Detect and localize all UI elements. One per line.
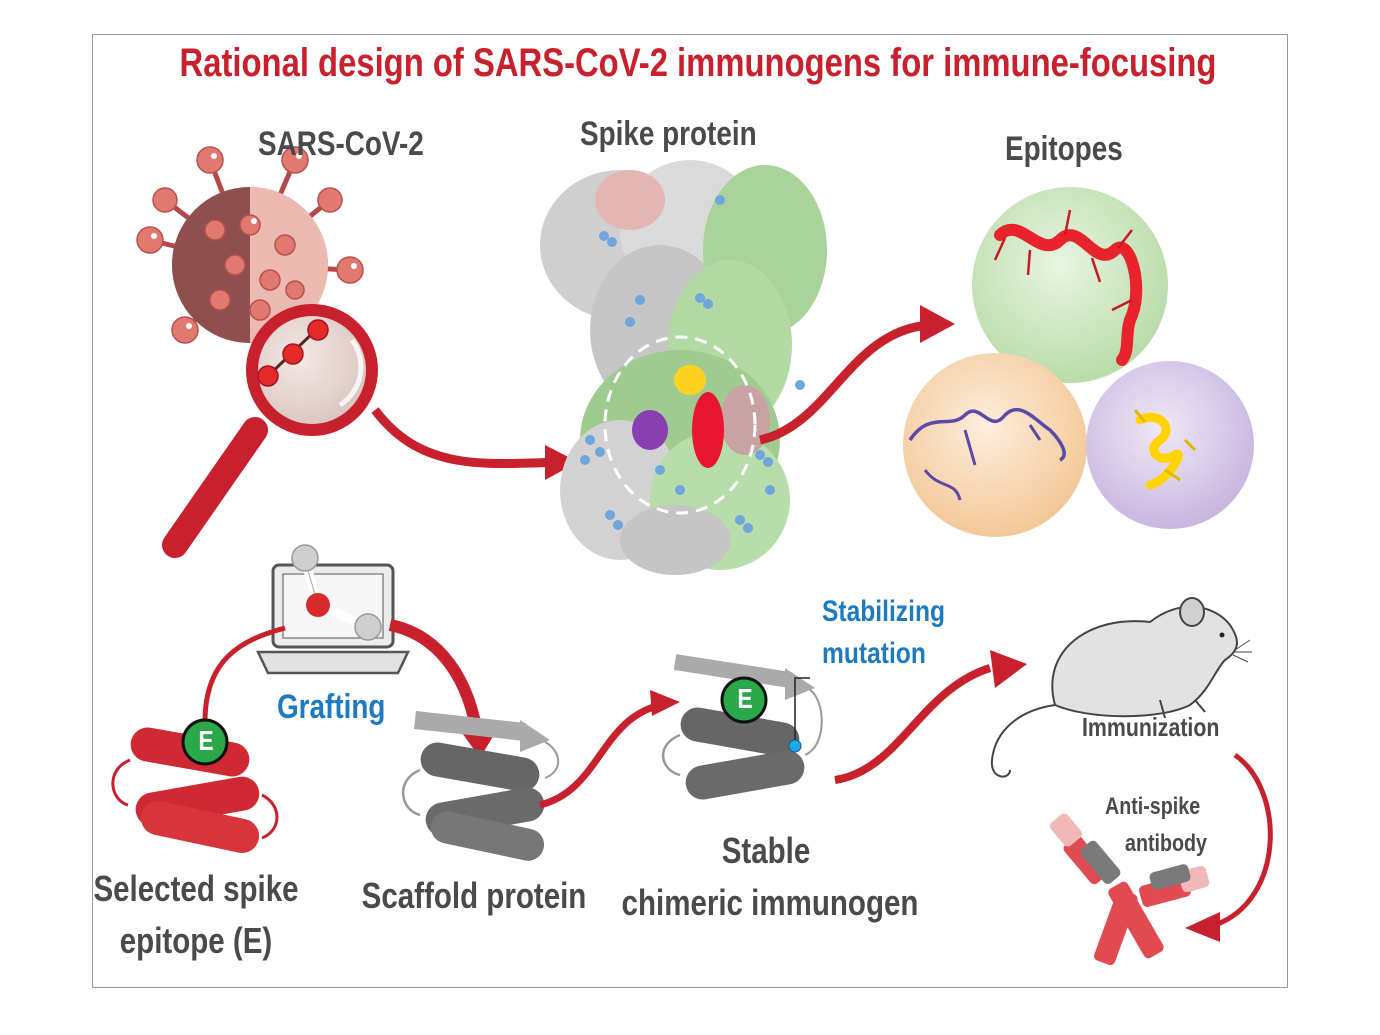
scaffold-protein-bundle [401, 711, 560, 861]
arrow-to-mouse [834, 650, 1027, 784]
epitope-spheres [903, 187, 1254, 537]
epitope-marker-chimeric: E [737, 683, 753, 714]
immunization-label: Immunization [1082, 712, 1220, 742]
chimeric-label-line1: Stable [721, 830, 811, 871]
virus-illustration [136, 146, 364, 344]
figure-frame [92, 34, 1288, 988]
arrow-to-chimeric [539, 690, 680, 809]
selected-epitope-bundle [111, 718, 279, 853]
antibody-icon [1049, 813, 1210, 966]
selected-label-line2: epitope (E) [119, 920, 273, 961]
antibody-label-line2: antibody [1125, 830, 1207, 857]
mouse-icon [990, 597, 1252, 778]
stabilizing-label-line2: mutation [822, 637, 926, 670]
figure-title: Rational design of SARS-CoV-2 immunogens… [179, 41, 1217, 85]
arrow-to-epitopes [758, 305, 955, 445]
epitopes-label: Epitopes [1005, 130, 1123, 168]
computer-icon [256, 544, 410, 675]
scaffold-label: Scaffold protein [361, 875, 587, 916]
chimeric-label-line2: chimeric immunogen [621, 882, 919, 923]
epitope-marker-selected: E [198, 725, 214, 756]
spike-protein-structure [540, 160, 827, 575]
stabilizing-label-line1: Stabilizing [822, 595, 945, 628]
selected-label-line1: Selected spike [93, 868, 299, 909]
arrow-to-antibody [1185, 752, 1273, 942]
virus-label: SARS-CoV-2 [258, 125, 424, 163]
magnifier-icon [162, 304, 378, 558]
arrow-to-spike [371, 407, 578, 480]
grafting-label: Grafting [277, 688, 386, 726]
antibody-label-line1: Anti-spike [1105, 793, 1201, 820]
chimeric-immunogen-bundle [661, 654, 823, 800]
spike-label: Spike protein [580, 115, 757, 153]
